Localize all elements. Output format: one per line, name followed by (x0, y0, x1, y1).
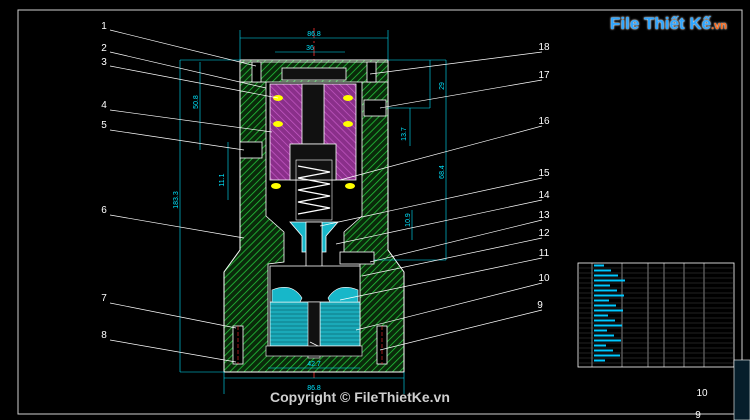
logo-suffix: .vn (711, 20, 727, 32)
bom-row-text (594, 279, 625, 282)
dim-top-width: 86.8 (307, 31, 321, 38)
ejector-pin (307, 301, 321, 359)
part-label-11: 11 (539, 248, 550, 259)
bom-row-text (594, 334, 614, 337)
bom-row-text (594, 319, 615, 322)
dim-right-mid: 68.4 (439, 165, 446, 179)
side-fitting-right (363, 99, 387, 117)
seal-2 (343, 95, 353, 101)
bom-row-text (594, 314, 608, 317)
dim-right-small: 13.7 (401, 127, 408, 141)
bom-table (577, 262, 750, 420)
bom-row-text (594, 299, 609, 302)
bom-row-text (594, 344, 606, 347)
dim-bottom-inner: 42.7 (307, 361, 321, 368)
part-label-17: 17 (538, 70, 550, 81)
logo-text: File Thiết Kế.vn (610, 14, 727, 34)
seal-4 (343, 121, 353, 127)
part-label-7: 7 (101, 293, 107, 304)
bom-row-text (594, 339, 621, 342)
seal-3 (273, 121, 283, 127)
bom-row-text (594, 324, 622, 327)
part-label-14: 14 (538, 190, 550, 201)
side-fitting-left (239, 141, 263, 159)
part-label-13: 13 (538, 210, 550, 221)
bom-row-text (594, 274, 618, 277)
dim-left-total: 183.3 (173, 191, 180, 209)
dim-left-mid: 11.1 (219, 173, 226, 186)
copyright-watermark: Copyright © FileThietKe.vn (270, 389, 450, 405)
part-label-10: 10 (538, 273, 550, 284)
dimension-lines (179, 30, 447, 394)
site-logo: File Thiết Kế.vn (610, 14, 727, 42)
part-label-3: 3 (101, 57, 107, 68)
dim-right-lower: 10.9 (405, 213, 412, 227)
seal-5 (271, 183, 281, 189)
cap-center (281, 67, 347, 81)
dim-inner-width: 36 (306, 45, 314, 52)
bom-row-text (594, 284, 610, 287)
table-label-10: 10 (696, 388, 708, 399)
part-label-4: 4 (101, 100, 107, 111)
leader-lines (109, 29, 543, 363)
bom-row-text (594, 359, 605, 362)
part-label-9: 9 (537, 300, 543, 311)
part-label-6: 6 (101, 205, 107, 216)
die-insert-left (269, 301, 311, 347)
bom-row-text (594, 304, 616, 307)
logo-main: File Thiết Kế (610, 14, 712, 33)
bom-row-text (594, 289, 617, 292)
part-label-2: 2 (101, 43, 107, 54)
part-label-5: 5 (101, 120, 107, 131)
part-label-12: 12 (538, 228, 550, 239)
seal-6 (345, 183, 355, 189)
bom-row-text (594, 264, 604, 267)
drawing-frame (17, 9, 743, 415)
part-label-8: 8 (101, 330, 107, 341)
bom-row-text (594, 349, 613, 352)
table-label-9: 9 (695, 410, 701, 420)
top-screw-right (366, 61, 377, 83)
die-insert-right (319, 301, 361, 347)
bom-row-text (594, 329, 607, 332)
bom-row-text (594, 354, 620, 357)
bom-row-text (594, 269, 611, 272)
dim-right-top: 29 (439, 82, 446, 90)
dim-left-small: 50.8 (193, 95, 200, 109)
dim-bottom-width: 86.8 (307, 385, 321, 392)
part-label-15: 15 (538, 168, 550, 179)
spring (297, 165, 331, 215)
part-label-1: 1 (101, 21, 107, 32)
piston-rod (301, 83, 325, 145)
bom-row-text (594, 294, 624, 297)
part-label-18: 18 (538, 42, 550, 53)
bom-row-text (594, 309, 623, 312)
top-screw-left (251, 61, 262, 83)
side-fitting-lower (339, 251, 375, 265)
lower-die (265, 265, 363, 359)
part-label-16: 16 (538, 116, 550, 127)
